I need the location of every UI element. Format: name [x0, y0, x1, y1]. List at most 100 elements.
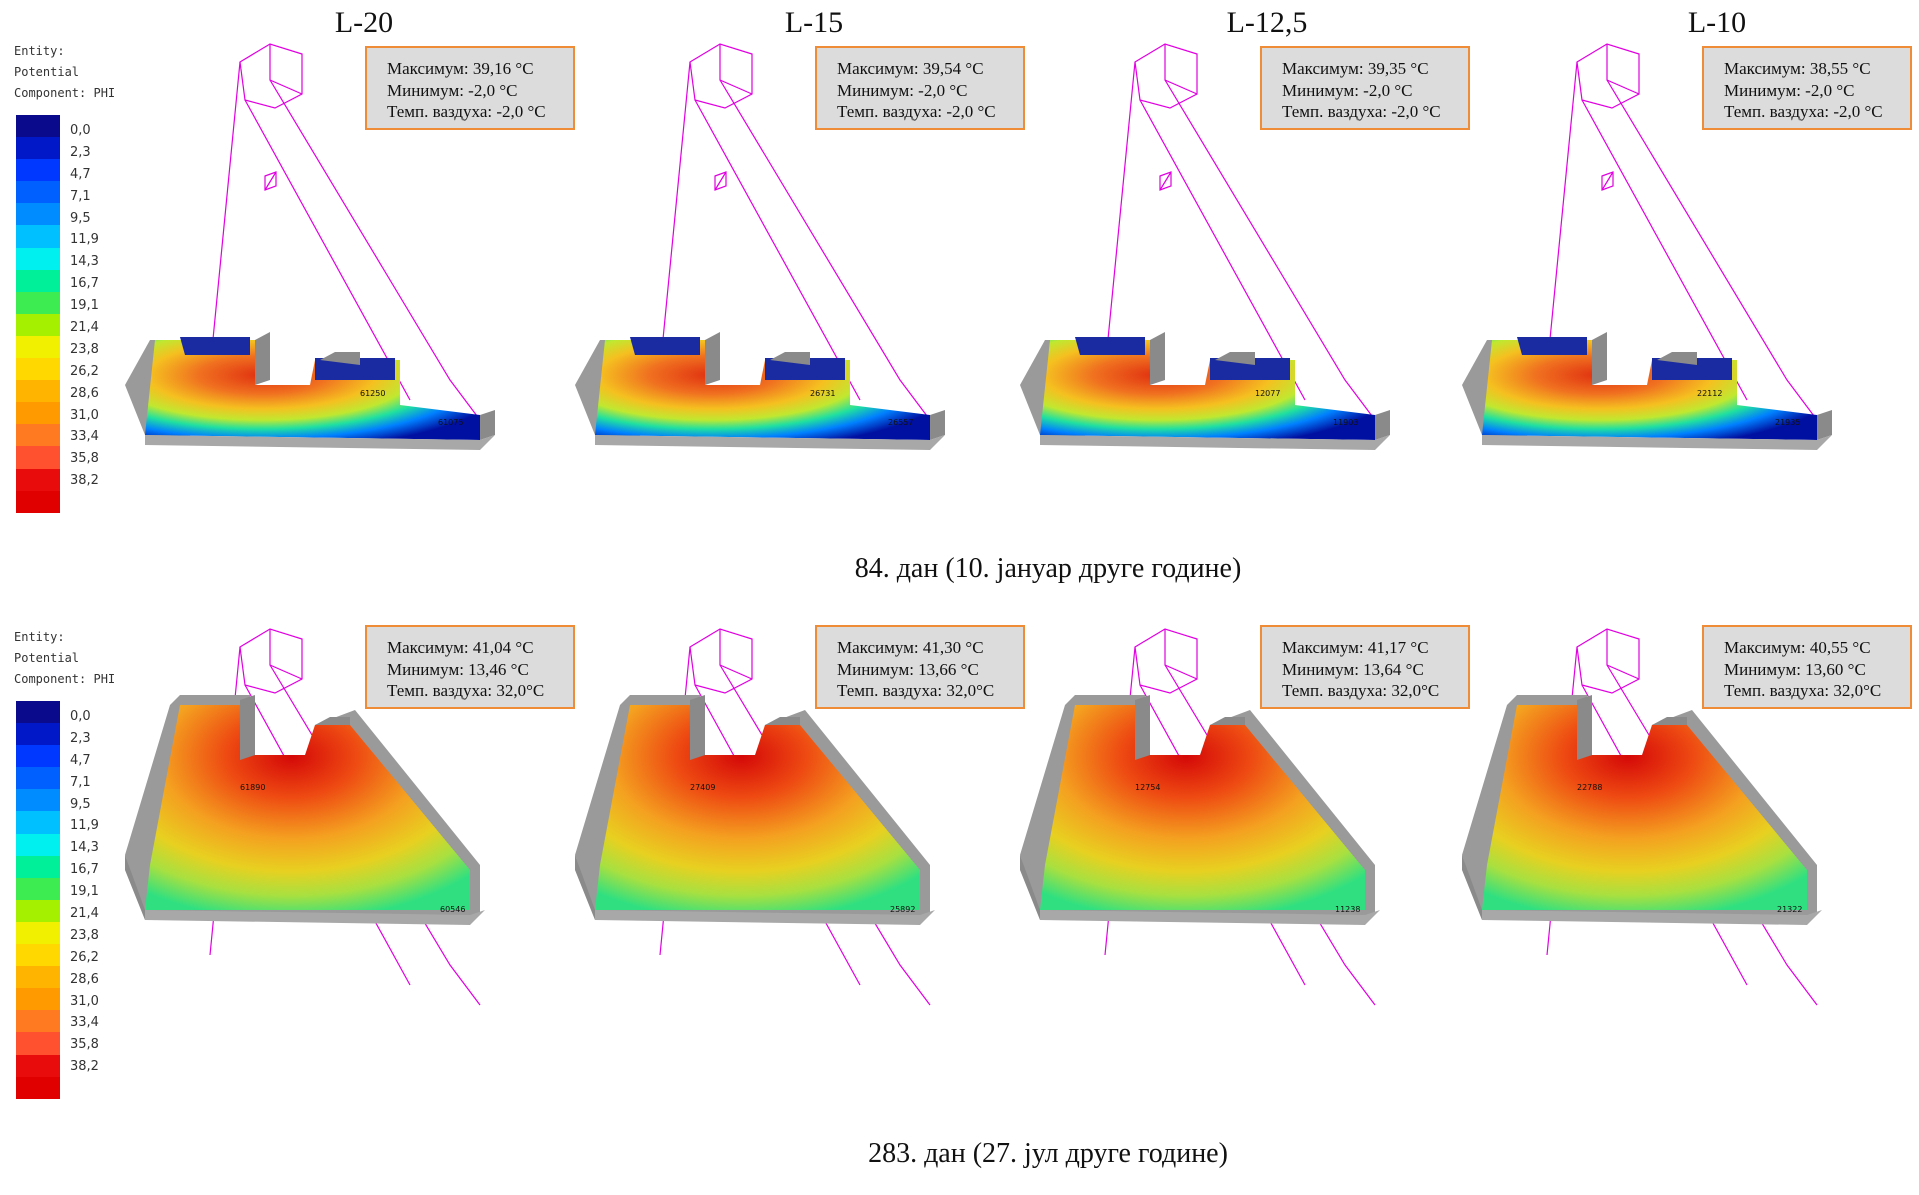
legend-swatch: [16, 701, 60, 724]
legend-swatch: [16, 203, 60, 226]
caption-day-84: 84. дан (10. јануар друге године): [854, 553, 1242, 584]
caption-day-283: 283. дан (27. јул друге године): [868, 1138, 1228, 1169]
legend-swatch: [16, 247, 60, 270]
legend-color-bar: [16, 701, 60, 1099]
info-min: Минимум: 13,60 °C: [1724, 659, 1866, 679]
legend-swatch: [16, 767, 60, 790]
legend-swatch: [16, 225, 60, 248]
legend-tick-label: 26,2: [70, 949, 99, 965]
legend-tick-label: 38,2: [70, 1059, 99, 1075]
legend-swatch: [16, 1076, 60, 1099]
info-air: Темп. ваздуха: 32,0°C: [837, 681, 995, 700]
info-air: Темп. ваздуха: 32,0°C: [1724, 681, 1882, 700]
legend-swatch: [16, 291, 60, 314]
legend-swatch: [16, 269, 60, 292]
legend-tick-label: 21,4: [70, 906, 99, 922]
legend-swatch: [16, 446, 60, 469]
node-label-min: 60546: [440, 905, 465, 914]
info-min: Минимум: -2,0 °C: [1282, 80, 1413, 100]
legend-tick-label: 4,7: [70, 166, 91, 182]
dam-section-plot: 61890 60546: [125, 628, 485, 1006]
legend-swatch: [16, 181, 60, 204]
node-label-max: 61890: [240, 783, 265, 792]
legend-tick-label: 31,0: [70, 407, 99, 423]
node-label-max: 12754: [1135, 783, 1160, 792]
temperature-field: [575, 695, 935, 925]
legend-tick-label: 21,4: [70, 320, 99, 336]
node-label-max: 61250: [360, 389, 385, 398]
legend-swatch: [16, 789, 60, 812]
legend-swatch: [16, 468, 60, 491]
legend-component: Component: PHI: [14, 672, 116, 686]
info-max: Максимум: 39,54 °C: [837, 59, 984, 78]
legend-swatch: [16, 402, 60, 425]
legend-tick-label: 9,5: [70, 796, 91, 812]
legend-swatch: [16, 380, 60, 403]
legend-tick-label: 31,0: [70, 993, 99, 1009]
info-max: Максимум: 39,16 °C: [387, 59, 534, 78]
info-min: Минимум: -2,0 °C: [837, 80, 968, 100]
legend-tick-label: 19,1: [70, 298, 99, 314]
legend-tick-label: 33,4: [70, 1015, 99, 1031]
node-label-min: 11238: [1335, 905, 1360, 914]
legend-swatch: [16, 877, 60, 900]
legend-swatch: [16, 313, 60, 336]
column-title-l20: L-20: [334, 6, 394, 39]
legend-tick-label: 0,0: [70, 709, 91, 724]
legend-swatch: [16, 1032, 60, 1055]
node-label-max: 26731: [810, 389, 835, 398]
legend-tick-label: 38,2: [70, 473, 99, 489]
legend-tick-label: 11,9: [70, 232, 99, 248]
dam-section-plot: 12077 11903: [1020, 43, 1390, 450]
info-max: Максимум: 41,30 °C: [837, 638, 984, 657]
legend-color-bar: [16, 115, 60, 513]
legend-tick-label: 14,3: [70, 254, 99, 270]
legend-tick-label: 7,1: [70, 774, 91, 790]
column-title-l15: L-15: [784, 6, 844, 39]
legend-tick-label: 28,6: [70, 385, 99, 401]
legend-tick-label: 26,2: [70, 363, 99, 379]
node-label-max: 12077: [1255, 389, 1280, 398]
legend-tick-label: 4,7: [70, 752, 91, 768]
temperature-field: [125, 332, 495, 450]
legend-swatch: [16, 921, 60, 945]
column-title-l12-5: L-12,5: [1226, 6, 1308, 39]
info-air: Темп. ваздуха: -2,0 °C: [1282, 102, 1441, 121]
legend-swatch: [16, 1054, 60, 1077]
legend-tick-label: 0,0: [70, 123, 91, 138]
panel-day84-l12-5: 12077 11903 Максимум: 39,35 °C Минимум: -2,…: [1020, 40, 1487, 610]
info-min: Минимум: 13,64 °C: [1282, 659, 1424, 679]
legend-swatch: [16, 745, 60, 768]
legend-swatch: [16, 723, 60, 746]
temperature-field: [1020, 332, 1390, 450]
legend-swatch: [16, 855, 60, 878]
dam-wireframe: [209, 43, 481, 421]
legend-swatch: [16, 1010, 60, 1033]
legend-swatch: [16, 899, 60, 922]
legend-swatch: [16, 115, 60, 138]
node-label-min: 11903: [1333, 418, 1358, 427]
legend-tick-label: 2,3: [70, 144, 91, 160]
legend-swatch: [16, 944, 60, 967]
temperature-field: [1462, 332, 1832, 450]
legend-swatch: [16, 966, 60, 989]
node-label-max: 27409: [690, 783, 715, 792]
node-label-max: 22788: [1577, 783, 1602, 792]
legend-tick-label: 7,1: [70, 188, 91, 204]
info-max: Максимум: 39,35 °C: [1282, 59, 1429, 78]
legend-tick-label: 16,7: [70, 862, 99, 878]
temperature-field: [125, 695, 485, 925]
